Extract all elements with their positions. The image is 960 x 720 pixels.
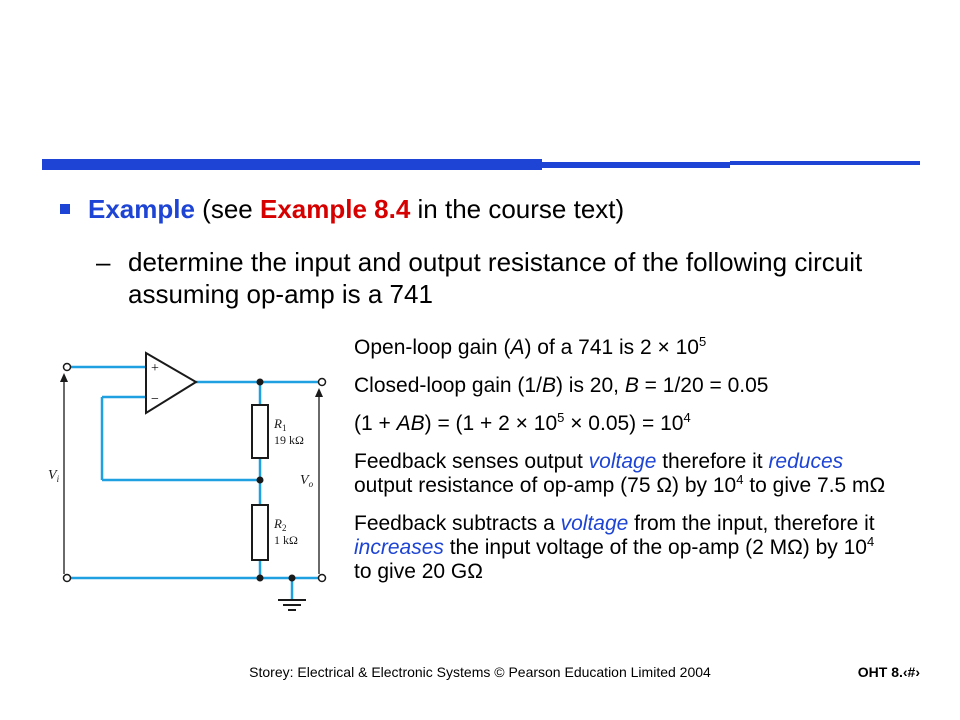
resistor-r2 — [251, 504, 269, 561]
square-bullet-icon — [60, 204, 70, 214]
example-word: Example — [88, 194, 195, 224]
footer-credit: Storey: Electrical & Electronic Systems … — [249, 664, 711, 680]
r1-name: R1 — [273, 416, 286, 433]
note-open-loop-gain: Open-loop gain (A) of a 741 is 2 × 105 — [354, 334, 707, 359]
header-rule-thick — [42, 159, 542, 170]
junction-dots — [256, 378, 296, 582]
note-loop-factor: (1 + AB) = (1 + 2 × 105 × 0.05) = 104 — [354, 410, 691, 435]
bullet-example: Example (see Example 8.4 in the course t… — [60, 193, 624, 225]
r2-name: R2 — [273, 516, 286, 533]
junction-dot — [256, 476, 264, 484]
op-amp-circuit-diagram: + − R1 19 kΩ R2 1 kΩ Vi Vo — [48, 351, 327, 611]
note-output-resistance: Feedback senses output voltage therefore… — [354, 450, 886, 497]
notes-list: Open-loop gain (A) of a 741 is 2 × 105 C… — [354, 334, 894, 598]
input-terminal — [62, 362, 72, 372]
resistor-r1 — [251, 404, 269, 459]
output-ground-terminal — [317, 573, 327, 583]
junction-dot — [256, 378, 264, 386]
minus-label: − — [151, 392, 159, 407]
op-amp-triangle — [145, 351, 198, 415]
sub-bullet-text: determine the input and output resistanc… — [128, 247, 863, 309]
note-input-resistance: Feedback subtracts a voltage from the in… — [354, 512, 875, 583]
vo-arrowhead-icon — [315, 388, 323, 397]
ground-symbol-icon — [278, 599, 306, 611]
dash-marker: – — [96, 247, 111, 277]
vi-arrowhead-icon — [60, 373, 68, 382]
course-text: in the course text) — [410, 194, 625, 224]
vo-label: Vo — [300, 473, 314, 489]
vi-label: Vi — [48, 468, 60, 484]
header-rule-thin — [730, 161, 920, 165]
r2-value: 1 kΩ — [274, 533, 298, 547]
output-terminal — [317, 377, 327, 387]
voltage-arrows — [63, 377, 320, 574]
input-ground-terminal — [62, 573, 72, 583]
slide-number: OHT 8.‹#› — [857, 664, 920, 680]
junction-dot — [256, 574, 264, 582]
r1-value: 19 kΩ — [274, 433, 304, 447]
example-ref: Example 8.4 — [259, 194, 411, 224]
header-rule-mid — [540, 162, 730, 168]
see-text: (see — [194, 194, 260, 224]
plus-label: + — [151, 361, 159, 376]
junction-dot — [288, 574, 296, 582]
terminals — [62, 362, 327, 583]
note-closed-loop-gain: Closed-loop gain (1/B) is 20, B = 1/20 =… — [354, 374, 769, 397]
circuit-wires — [67, 365, 322, 600]
